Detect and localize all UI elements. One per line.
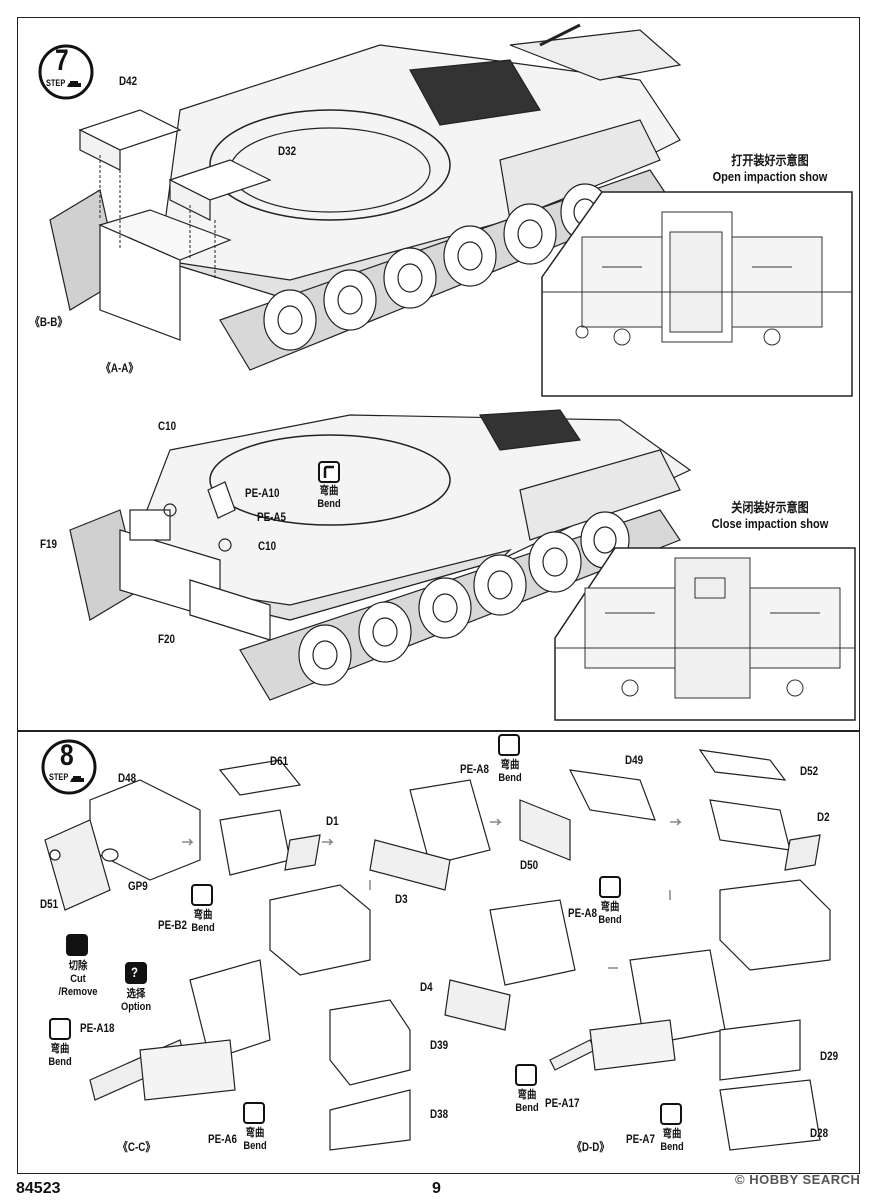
step8-word: STEP xyxy=(49,772,69,782)
watermark: © HOBBY SEARCH xyxy=(735,1172,861,1187)
option-icon xyxy=(125,962,147,984)
label-c10-top: C10 xyxy=(158,419,177,433)
step7-badge xyxy=(38,44,94,100)
option-label: 选择 Option xyxy=(119,988,153,1014)
bend-cn: 弯曲 xyxy=(193,909,213,921)
label-d29: D29 xyxy=(820,1049,839,1063)
bend-icon xyxy=(515,1064,537,1086)
step8-panel xyxy=(17,731,860,1174)
label-d49: D49 xyxy=(625,753,644,767)
label-pe-a17: PE-A17 xyxy=(545,1096,580,1110)
bend-label-pe-b2: 弯曲 Bend xyxy=(186,909,220,935)
cut-label: 切除 Cut /Remove xyxy=(50,960,106,1000)
label-d32: D32 xyxy=(278,144,297,158)
label-d61: D61 xyxy=(270,754,289,768)
label-pe-a10: PE-A10 xyxy=(245,486,280,500)
tank-rear-closed-drawing xyxy=(69,409,692,701)
step7-panel xyxy=(17,17,860,731)
label-aa: 《A-A》 xyxy=(101,361,139,375)
bend-icon xyxy=(498,734,520,756)
bend-label-step7: 弯曲 Bend xyxy=(312,485,346,511)
label-d38: D38 xyxy=(430,1107,449,1121)
bend-en: Bend xyxy=(498,772,522,785)
bend-en: Bend xyxy=(598,914,622,927)
label-pe-a7: PE-A7 xyxy=(626,1132,655,1146)
bend-en: Bend xyxy=(515,1102,539,1115)
label-f19: F19 xyxy=(40,537,57,551)
bend-icon xyxy=(599,876,621,898)
option-en: Option xyxy=(120,1001,152,1014)
bend-label-pe-a7: 弯曲 Bend xyxy=(655,1128,689,1154)
label-c10-mid: C10 xyxy=(258,539,277,553)
label-pe-b2: PE-B2 xyxy=(158,918,187,932)
bend-icon xyxy=(191,884,213,906)
close-impaction-note: 关闭装好示意图 Close impaction show xyxy=(711,500,830,533)
open-note-cn: 打开装好示意图 xyxy=(731,153,809,168)
bend-en: Bend xyxy=(48,1056,72,1069)
tank-rear-top-drawing xyxy=(49,23,682,371)
open-note-en: Open impaction show xyxy=(712,169,828,185)
bend-label-pe-a6: 弯曲 Bend xyxy=(238,1127,272,1153)
bend-cn: 弯曲 xyxy=(245,1127,265,1139)
step7-word: STEP xyxy=(46,78,66,88)
bend-en: Bend xyxy=(660,1141,684,1154)
kit-number: 84523 xyxy=(16,1180,61,1197)
bend-en: Bend xyxy=(317,498,341,511)
bend-cn: 弯曲 xyxy=(600,901,620,913)
cut-en: Cut /Remove xyxy=(58,973,98,999)
label-bb: 《B-B》 xyxy=(30,315,68,329)
label-d1: D1 xyxy=(326,814,339,828)
bend-icon xyxy=(243,1102,265,1124)
label-gp9: GP9 xyxy=(128,879,148,893)
label-d4: D4 xyxy=(420,980,433,994)
option-question-mark: ? xyxy=(131,964,139,980)
bend-label-pe-a8-mid: 弯曲 Bend xyxy=(593,901,627,927)
open-impaction-note: 打开装好示意图 Open impaction show xyxy=(711,153,830,186)
label-pe-a8-top: PE-A8 xyxy=(460,762,489,776)
bend-cn: 弯曲 xyxy=(662,1128,682,1140)
label-d28: D28 xyxy=(810,1126,829,1140)
label-d52: D52 xyxy=(800,764,819,778)
bend-icon xyxy=(318,461,340,483)
label-d48: D48 xyxy=(118,771,137,785)
label-pe-a18: PE-A18 xyxy=(80,1021,115,1035)
bend-en: Bend xyxy=(191,922,215,935)
option-cn: 选择 xyxy=(126,988,146,1000)
label-pe-a6: PE-A6 xyxy=(208,1132,237,1146)
label-pe-a5: PE-A5 xyxy=(257,510,286,524)
open-impaction-inset xyxy=(541,191,853,397)
label-d51: D51 xyxy=(40,897,59,911)
bend-icon xyxy=(660,1103,682,1125)
label-d2: D2 xyxy=(817,810,830,824)
step7-number: 7 xyxy=(55,44,69,77)
step8-number: 8 xyxy=(60,739,74,772)
bend-icon xyxy=(49,1018,71,1040)
cut-icon xyxy=(66,934,88,956)
close-note-cn: 关闭装好示意图 xyxy=(731,500,809,515)
close-impaction-inset xyxy=(554,547,856,721)
label-f20: F20 xyxy=(158,632,175,646)
bend-label-pe-a17: 弯曲 Bend xyxy=(510,1089,544,1115)
bend-label-pe-a18: 弯曲 Bend xyxy=(43,1043,77,1069)
bend-en: Bend xyxy=(243,1140,267,1153)
bend-cn: 弯曲 xyxy=(319,485,339,497)
label-pe-a8-mid: PE-A8 xyxy=(568,906,597,920)
bend-cn: 弯曲 xyxy=(50,1043,70,1055)
label-cc: 《C-C》 xyxy=(118,1140,156,1154)
label-d3: D3 xyxy=(395,892,408,906)
label-d39: D39 xyxy=(430,1038,449,1052)
bend-label-pe-a8-top: 弯曲 Bend xyxy=(493,759,527,785)
label-d50: D50 xyxy=(520,858,539,872)
step8-badge xyxy=(41,739,97,795)
bend-cn: 弯曲 xyxy=(517,1089,537,1101)
page-number: 9 xyxy=(432,1180,441,1197)
step8-assemblies xyxy=(44,749,831,1151)
label-d42: D42 xyxy=(119,74,138,88)
bend-cn: 弯曲 xyxy=(500,759,520,771)
label-dd: 《D-D》 xyxy=(572,1140,610,1154)
bend-arrow-icon xyxy=(323,465,334,478)
cut-cn: 切除 xyxy=(68,960,88,972)
close-note-en: Close impaction show xyxy=(711,516,829,532)
